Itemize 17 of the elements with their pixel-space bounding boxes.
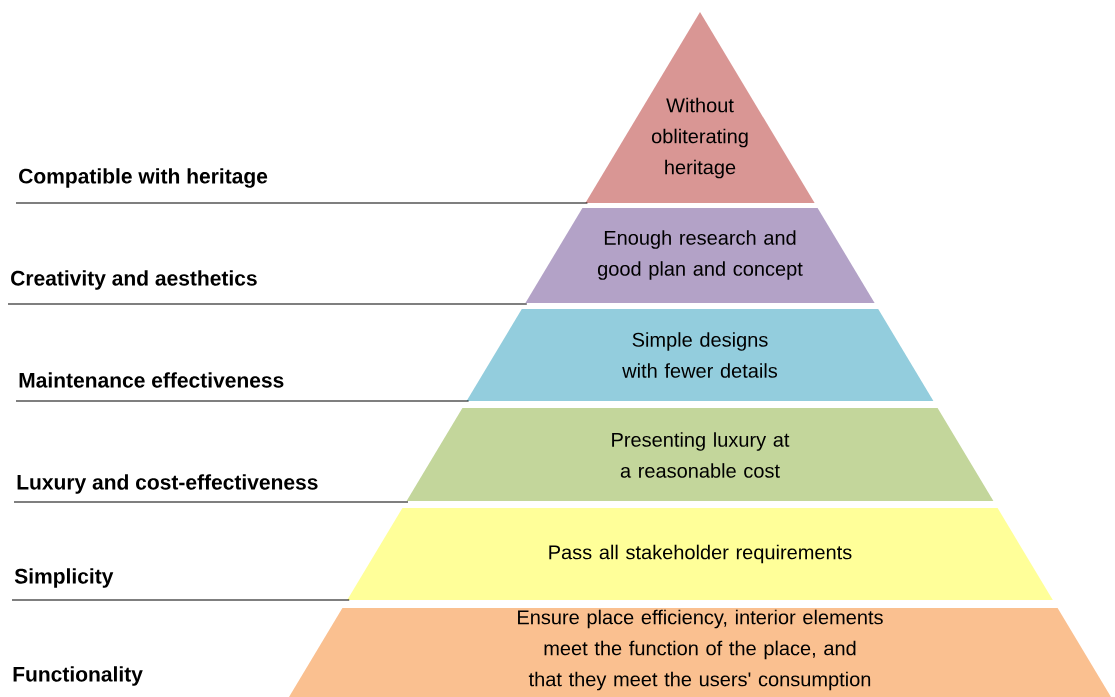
leader-line — [11, 599, 350, 601]
pyramid-band: Enough research and good plan and concept — [525, 208, 875, 303]
pyramid-band: Pass all stakeholder requirements — [347, 508, 1053, 600]
leader-line — [13, 501, 409, 503]
leader-line — [15, 400, 470, 402]
pyramid-band: Ensure place efficiency, interior elements meet the function of the place, and that they meet the users' consumption — [289, 608, 1111, 697]
pyramid-band: Presenting luxury at a reasonable cost — [406, 408, 994, 501]
leader-line — [7, 303, 528, 305]
leader-line — [15, 202, 588, 204]
level-label: Compatible with heritage — [19, 168, 268, 188]
level-label: Creativity and aesthetics — [11, 270, 257, 290]
pyramid-band: Simple designs with fewer details — [466, 309, 934, 401]
level-label: Maintenance effectiveness — [19, 372, 284, 388]
pyramid-band: Without obliterating heritage — [585, 12, 815, 203]
level-label: Luxury and cost-effectiveness — [17, 474, 318, 494]
level-label: Functionality — [13, 666, 143, 686]
level-label: Simplicity — [14, 568, 114, 588]
